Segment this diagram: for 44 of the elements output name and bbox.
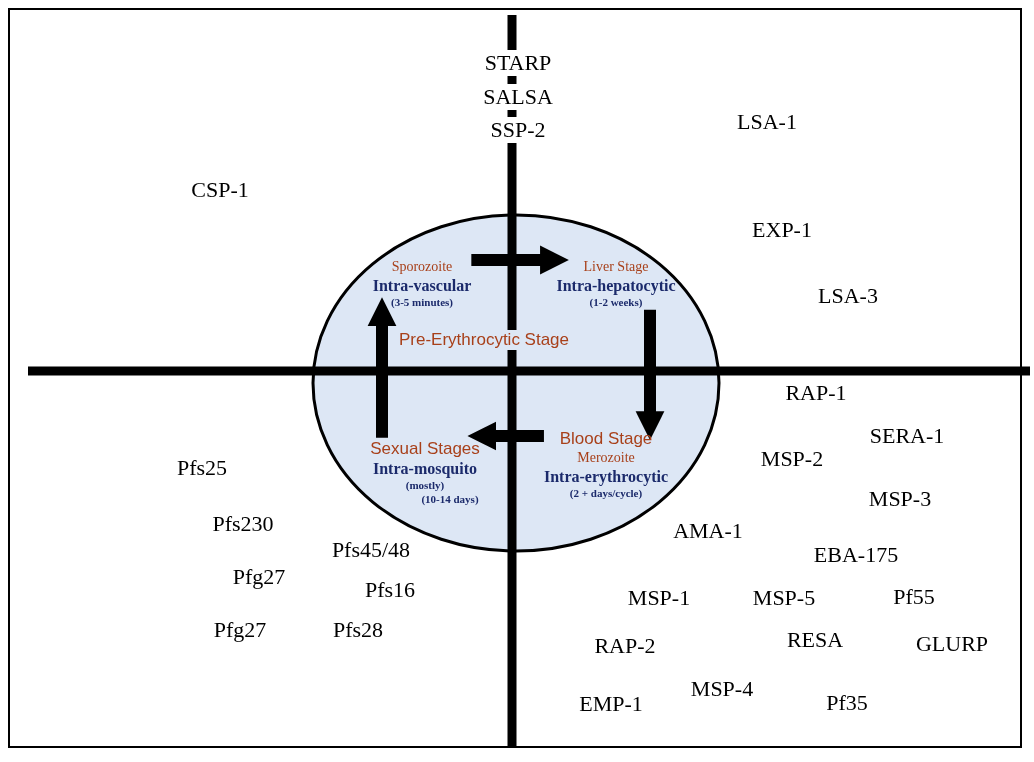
antigen-label: LSA-3 [818,283,878,309]
stage-note: Intra-mosquito [372,458,478,479]
antigen-label: Pfg27 [232,564,286,590]
stage-note: (1-2 weeks) [588,295,644,310]
stage-heading: Blood Stage [558,427,654,449]
antigen-label: Pfs28 [332,617,384,643]
antigen-label: EMP-1 [579,691,643,717]
block-arrow [367,297,397,438]
stage-note: (2 + days/cycle) [568,486,644,501]
antigen-label: EBA-175 [813,542,899,568]
block-arrow [467,421,544,451]
stage-note: (3-5 minutes) [390,295,454,310]
antigen-label: RAP-1 [785,380,847,406]
antigen-label: Pfg27 [213,617,267,643]
block-arrow [471,245,569,275]
antigen-label: MSP-2 [760,446,824,472]
antigen-label: Pfs25 [176,455,228,481]
stage-note: Intra-erythrocytic [543,466,669,487]
antigen-label: Pfs230 [212,511,274,537]
antigen-label: Pfs45/48 [331,537,411,563]
antigen-label: MSP-3 [868,486,932,512]
stage-heading: Sexual Stages [370,437,480,459]
antigen-label: MSP-4 [690,676,754,702]
antigen-label: AMA-1 [673,518,743,544]
antigen-label: LSA-1 [737,109,797,135]
antigen-label: Pf35 [826,690,868,716]
antigen-label: RESA [786,627,844,653]
stage-note: Merozoite [576,449,636,467]
stage-title: Pre-Erythrocytic Stage [398,330,570,350]
antigen-label: SERA-1 [869,423,945,449]
antigen-label: Pfs16 [364,577,416,603]
stage-note: (10-14 days) [420,492,480,507]
stage-note: (mostly) [404,478,446,493]
stage-note: Intra-hepatocytic [556,275,676,296]
antigen-label: RAP-2 [594,633,656,659]
antigen-label: MSP-5 [752,585,816,611]
antigen-label: GLURP [915,631,989,657]
antigen-label: EXP-1 [752,217,812,243]
antigen-label: CSP-1 [191,177,249,203]
stage-heading: Liver Stage [582,258,650,276]
stage-note: Intra-vascular [372,275,472,296]
antigen-label: MSP-1 [627,585,691,611]
stage-heading: Sporozoite [390,258,454,276]
antigen-label: Pf55 [893,584,935,610]
